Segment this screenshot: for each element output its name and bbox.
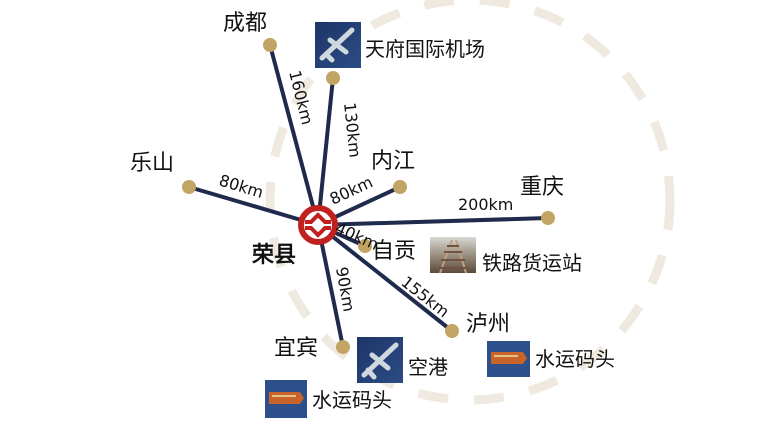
- dot-yibin: [336, 340, 350, 354]
- city-tianfu-airport: 天府国际机场: [365, 37, 485, 61]
- city-zigong: 自贡: [372, 239, 416, 264]
- dot-tianfu: [326, 71, 340, 85]
- dot-chongqing: [541, 211, 555, 225]
- city-luzhou: 泸州: [466, 312, 510, 337]
- line-chongqing: [317, 216, 549, 227]
- ship-icon: [487, 341, 530, 377]
- city-yibin: 宜宾: [274, 336, 318, 361]
- city-dots: [182, 38, 555, 354]
- railway-icon: [430, 237, 476, 274]
- distance-chongqing: 200km: [458, 195, 513, 214]
- dot-leshan: [182, 180, 196, 194]
- background-dashed-ring: [265, 0, 675, 405]
- city-chengdu: 成都: [223, 11, 267, 36]
- city-chongqing: 重庆: [520, 175, 564, 200]
- label-yibin-airport: 空港: [408, 355, 448, 379]
- airplane-icon: [315, 22, 361, 68]
- city-leshan: 乐山: [130, 151, 174, 176]
- line-yibin: [316, 224, 345, 348]
- dot-luzhou: [445, 324, 459, 338]
- city-neijiang: 内江: [371, 149, 415, 174]
- dot-chengdu: [263, 38, 277, 52]
- ship-icon: [265, 380, 307, 418]
- dot-neijiang: [393, 180, 407, 194]
- airplane-icon: [357, 337, 403, 383]
- hub-logo-icon: [298, 205, 338, 245]
- distance-tianfu: 130km: [340, 101, 365, 158]
- label-luzhou-port: 水运码头: [535, 347, 615, 371]
- line-luzhou: [316, 223, 454, 333]
- dot-zigong: [358, 239, 372, 253]
- hub-name: 荣县: [251, 242, 296, 268]
- line-tianfu: [316, 77, 335, 226]
- line-leshan: [188, 185, 319, 227]
- label-yibin-port: 水运码头: [312, 388, 392, 412]
- route-lines: [188, 44, 549, 348]
- line-chengdu: [268, 44, 320, 226]
- label-rail-station: 铁路货运站: [482, 251, 582, 275]
